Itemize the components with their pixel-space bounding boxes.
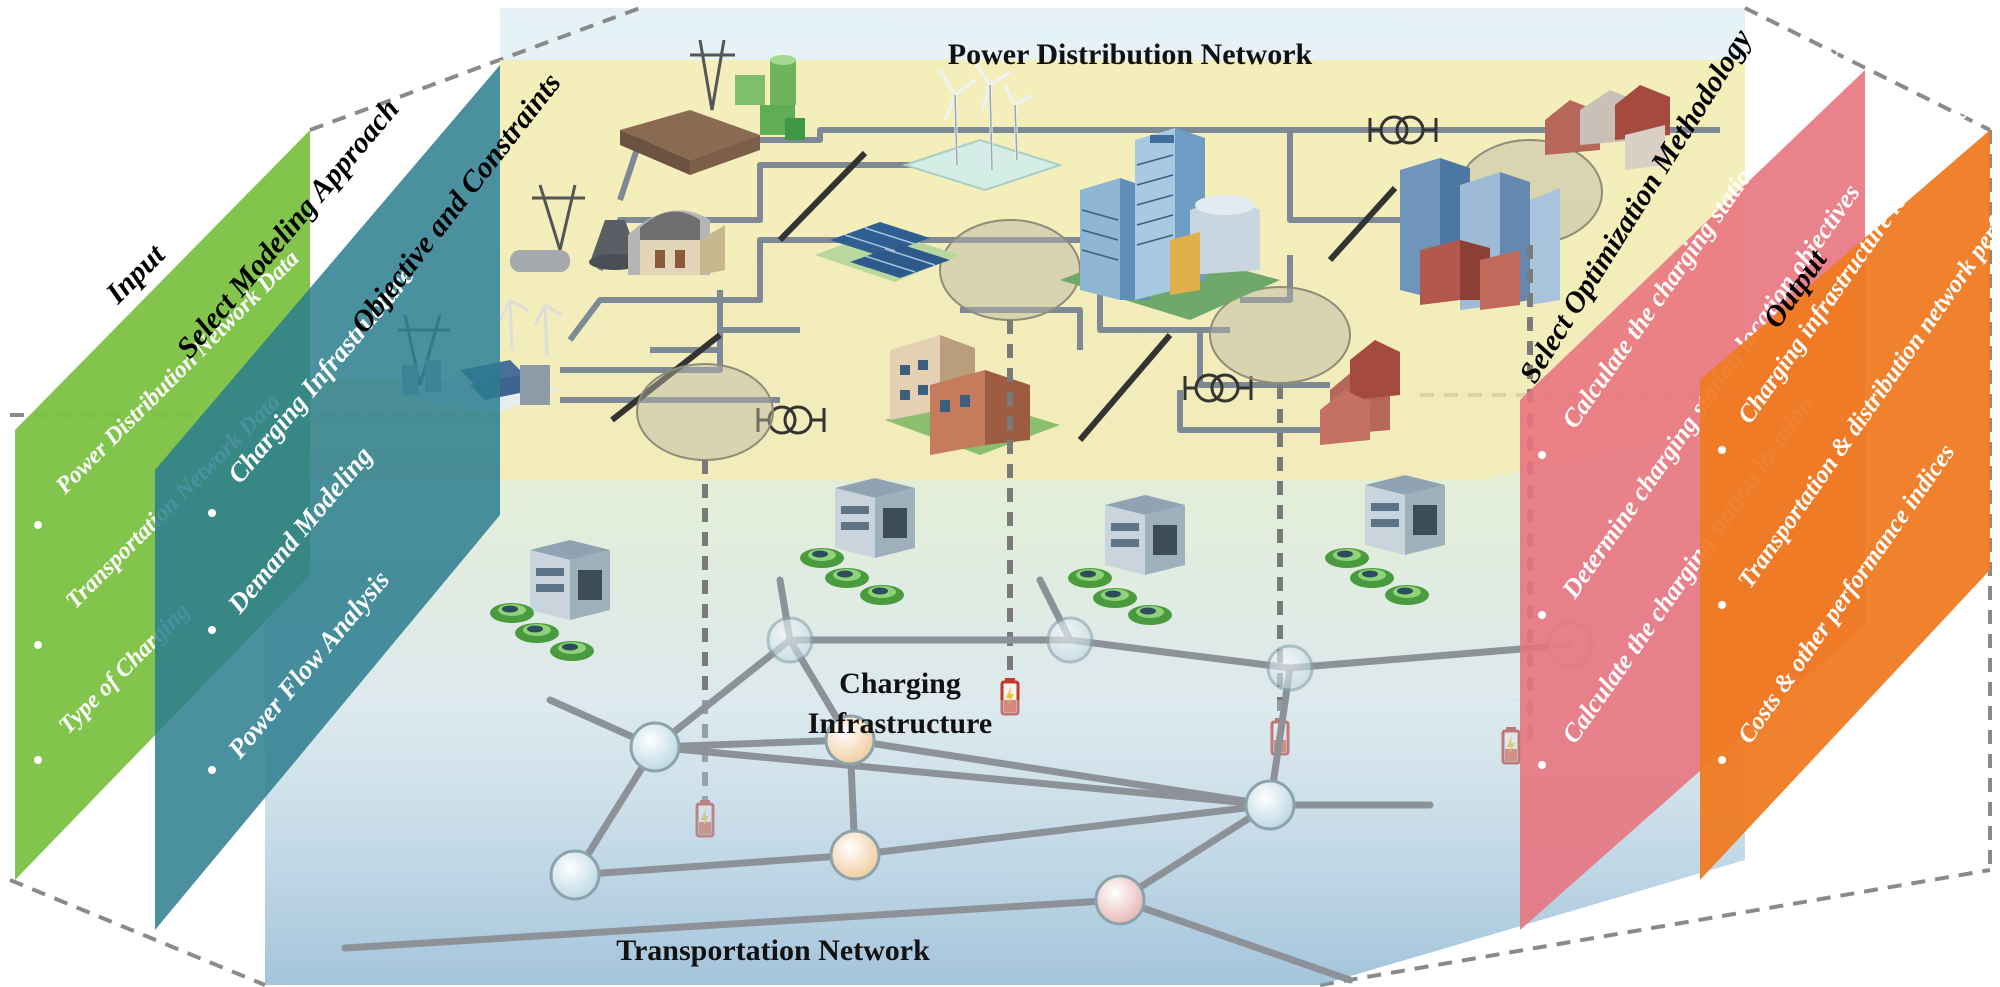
power-distribution-layer	[265, 39, 1745, 480]
wind-turbine-icon	[901, 61, 1064, 192]
electric-car-icon	[800, 548, 844, 568]
charging-title-line2: Infrastructure	[808, 707, 992, 740]
electric-car-icon	[1093, 588, 1137, 608]
electric-car-icon	[1385, 585, 1429, 605]
electric-car-icon	[1325, 548, 1369, 568]
city-buildings-icon	[1060, 128, 1280, 320]
electric-car-icon	[1068, 568, 1112, 588]
charging-title-line1: Charging	[839, 667, 961, 700]
houses-icon	[1320, 340, 1400, 445]
solar-panel-icon	[815, 222, 960, 282]
city-buildings-icon	[1400, 158, 1560, 310]
electric-car-icon	[1350, 568, 1394, 588]
electric-car-icon	[1128, 605, 1172, 625]
electric-car-icon	[825, 568, 869, 588]
electric-car-icon	[860, 585, 904, 605]
power-plant-icon	[620, 39, 805, 175]
power-network-title: Power Distribution Network	[948, 38, 1313, 71]
electric-car-icon	[490, 603, 534, 623]
houses-icon	[1545, 85, 1670, 170]
transportation-network-title: Transportation Network	[616, 934, 930, 967]
transportation-network-layer	[265, 576, 1745, 985]
electric-car-icon	[515, 623, 559, 643]
nuclear-plant-icon	[510, 184, 725, 275]
electric-car-icon	[550, 641, 594, 661]
apartment-icon	[885, 335, 1060, 455]
modeling-panel: Charging Infrastructure Demand Modeling …	[155, 65, 500, 930]
